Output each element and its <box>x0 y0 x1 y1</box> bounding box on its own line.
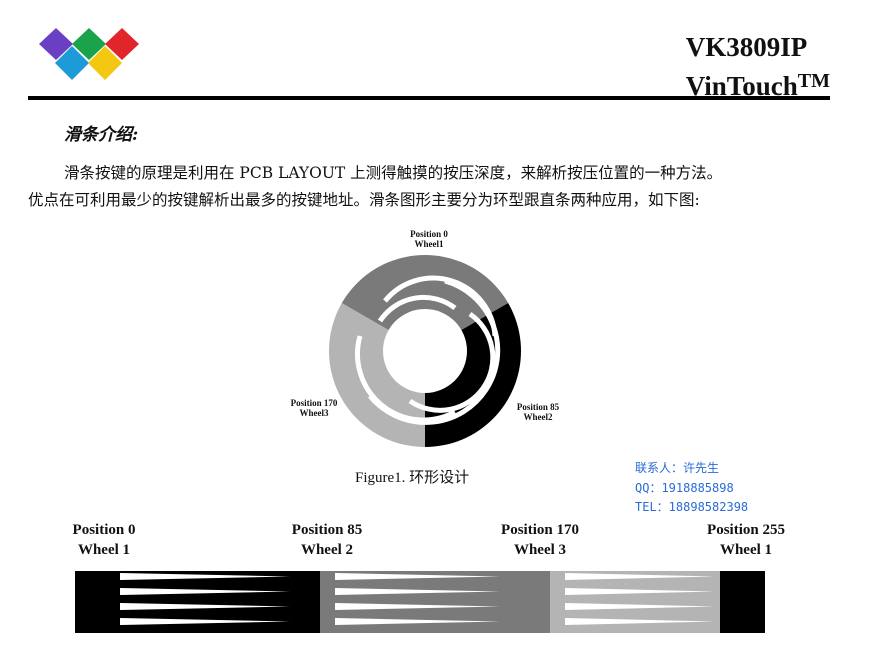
wheel-label-position-170: Position 170 <box>291 398 338 408</box>
intro-line-2: 优点在可利用最少的按键解析出最多的按键地址。滑条图形主要分为环型跟直条两种应用，… <box>28 191 700 209</box>
logo-diamond-blue <box>55 46 89 80</box>
contact-person: 联系人：许先生 <box>635 461 720 475</box>
wheel-label-position-85: Position 85 <box>517 402 560 412</box>
slider-label-position-170: Position 170 Wheel 3 <box>488 520 592 560</box>
slider-wheel-text: Wheel 1 <box>719 542 773 558</box>
contact-tel: TEL：18898582398 <box>635 500 749 514</box>
slider-position-text: Position 170 <box>501 522 579 538</box>
slider-label-position-0: Position 0 Wheel 1 <box>62 520 146 560</box>
wheel-label-wheel1: Wheel1 <box>415 239 444 249</box>
slider-wheel1-end-pad <box>720 571 765 633</box>
logo-diamond-yellow <box>88 46 122 80</box>
ring-grooves <box>355 275 501 425</box>
slider-position-text: Position 85 <box>291 522 363 538</box>
logo-diamond-green <box>72 28 106 60</box>
slider-separators <box>120 573 715 625</box>
wheel-slider-figure: Position 0 Wheel1 Position 85 Wheel2 Pos… <box>291 229 560 447</box>
slider-position-text: Position 255 <box>707 522 785 538</box>
logo-diamond-red <box>105 28 139 60</box>
wheel-label-position-0: Position 0 <box>410 229 448 239</box>
wheel-label-wheel3: Wheel3 <box>300 408 329 418</box>
linear-slider-figure <box>75 571 765 633</box>
brand-block: VK3809IP VinTouchTM <box>686 30 830 103</box>
slider-wheel-text: Wheel 2 <box>300 542 354 558</box>
trademark: TM <box>797 70 830 92</box>
company-logo <box>39 28 139 80</box>
intro-line-1: 滑条按键的原理是利用在 PCB LAYOUT 上测得触摸的按压深度，来解析按压位… <box>64 164 723 182</box>
wheel-label-wheel2: Wheel2 <box>524 412 553 422</box>
intro-paragraph: 滑条按键的原理是利用在 PCB LAYOUT 上测得触摸的按压深度，来解析按压位… <box>28 160 848 214</box>
slider-wheel-text: Wheel 1 <box>77 542 131 558</box>
slider-label-position-85: Position 85 Wheel 2 <box>278 520 376 560</box>
figure1-caption: Figure1. 环形设计 <box>355 470 470 486</box>
slider-position-text: Position 0 <box>72 522 136 538</box>
slider-wheel-text: Wheel 3 <box>513 542 567 558</box>
slider-wheel1-pad <box>75 571 320 633</box>
header-rule <box>28 96 830 100</box>
wheel-center-hole <box>383 309 467 393</box>
contact-block: 联系人：许先生 QQ：1918885898 TEL：18898582398 <box>635 459 748 518</box>
model-name: VK3809IP <box>685 32 808 62</box>
section-title: 滑条介绍: <box>64 125 139 145</box>
logo-diamond-purple <box>39 28 73 60</box>
contact-qq: QQ：1918885898 <box>635 480 734 495</box>
slider-label-position-255: Position 255 Wheel 1 <box>694 520 798 560</box>
